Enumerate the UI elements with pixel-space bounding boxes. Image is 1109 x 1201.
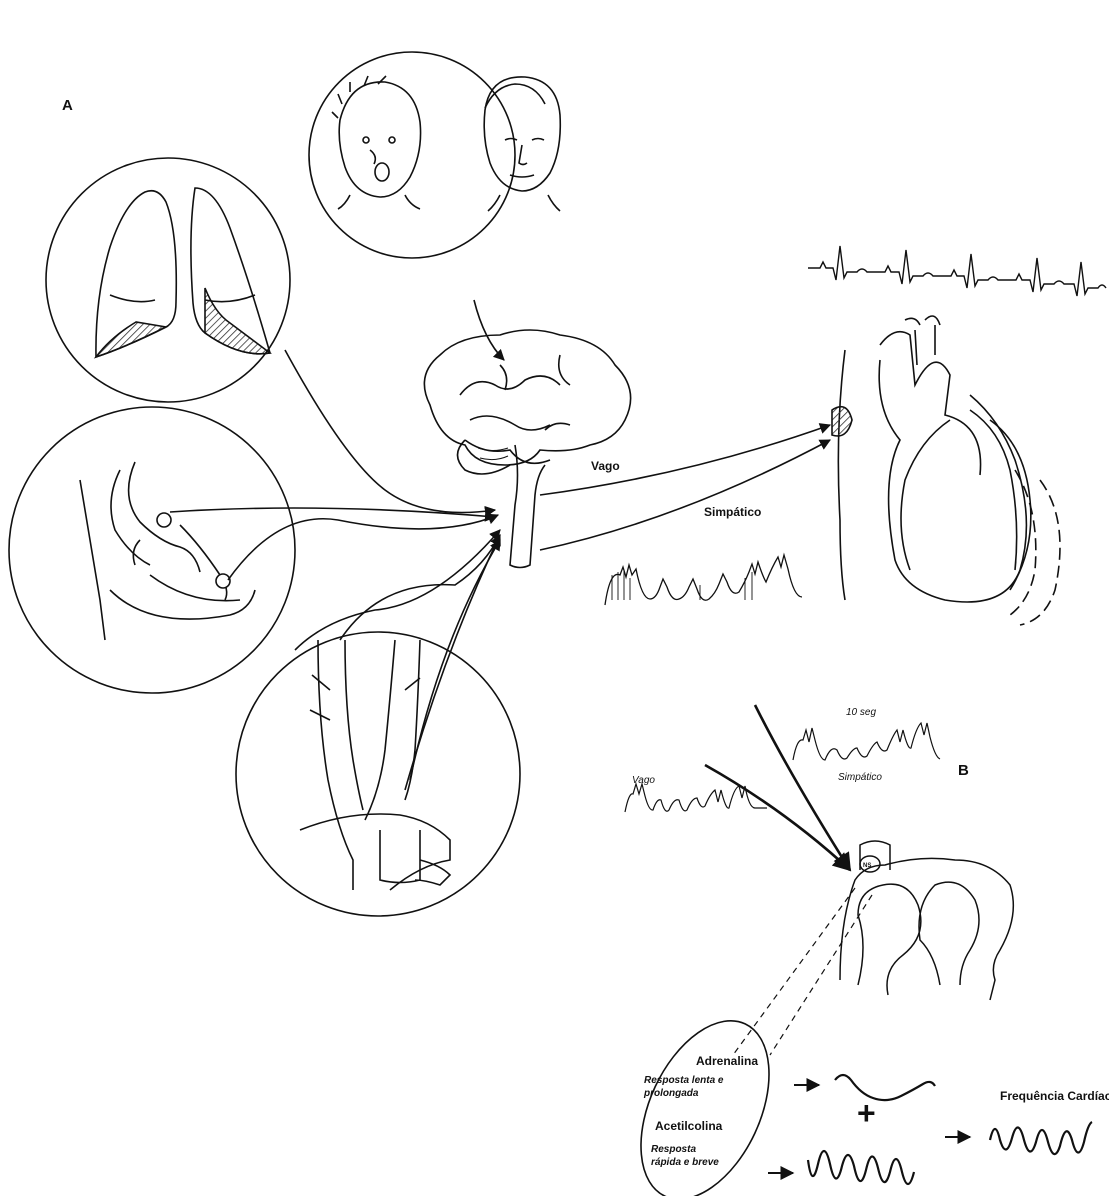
nerve-activity-trace (605, 555, 802, 605)
carotid-circle (236, 632, 520, 916)
adrenalina-desc-line2: prolongada (643, 1088, 699, 1099)
acetilcolina-desc-line2: rápida e breve (651, 1157, 719, 1168)
heart-rate-wave (990, 1122, 1092, 1154)
adrenalina-label: Adrenalina (696, 1054, 758, 1068)
ecg-trace (808, 246, 1106, 296)
carotid-artery-icon (300, 640, 450, 890)
heart-icon (832, 316, 1060, 625)
slow-response-wave (835, 1075, 935, 1100)
plus-sign: + (857, 1095, 876, 1131)
sympathetic-small-label: Simpático (838, 772, 882, 783)
sympathetic-label: Simpático (704, 505, 761, 519)
acetilcolina-label: Acetilcolina (655, 1119, 723, 1133)
baroreceptor-circle (9, 407, 295, 693)
panel-a-label: A (62, 97, 73, 114)
adrenalina-desc-line1: Resposta lenta e (644, 1075, 724, 1086)
fast-response-wave (808, 1151, 914, 1184)
lungs-icon (96, 188, 270, 357)
panel-b-label: B (958, 762, 969, 779)
sinoatrial-node-label: NS (863, 863, 871, 869)
heart-rate-label: Frequência Cardíaca (1000, 1089, 1109, 1103)
calm-face-icon (484, 77, 560, 211)
panel-b-arrows (705, 705, 850, 870)
vagus-label: Vago (591, 459, 620, 473)
efferent-arrows (540, 425, 830, 550)
lungs-circle (46, 158, 290, 402)
brain-icon (424, 330, 630, 568)
faces-circle (309, 52, 560, 258)
ten-seconds-label: 10 seg (846, 707, 876, 718)
distressed-face-icon (332, 76, 421, 209)
aortic-arch-icon (80, 462, 255, 640)
afferent-arrows (170, 300, 504, 790)
sympathetic-trace (793, 723, 940, 760)
acetilcolina-desc-line1: Resposta (651, 1144, 696, 1155)
